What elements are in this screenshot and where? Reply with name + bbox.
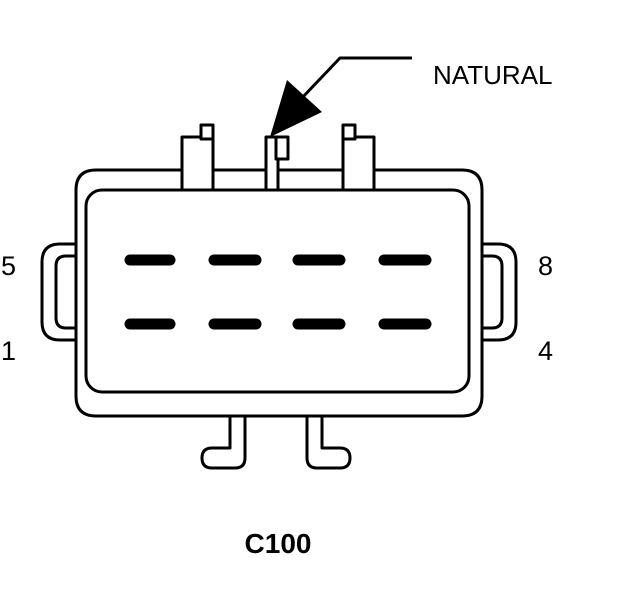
left-latch: [40, 242, 84, 342]
left-mounting-foot: [200, 408, 247, 470]
callout-label: NATURAL: [433, 60, 552, 90]
callout-leader: [298, 56, 412, 102]
connector-name: C100: [245, 528, 312, 559]
callout-arrowhead: [270, 80, 322, 137]
pin-label-bottom-left: 1: [1, 336, 16, 366]
pin-label-bottom-right: 4: [538, 336, 553, 366]
pin-label-top-left: 5: [1, 251, 16, 281]
right-mounting-foot: [305, 408, 352, 470]
connector-housing: [74, 168, 484, 418]
pin-label-top-right: 8: [538, 251, 553, 281]
right-latch: [474, 242, 518, 342]
connector-face: [84, 188, 471, 394]
